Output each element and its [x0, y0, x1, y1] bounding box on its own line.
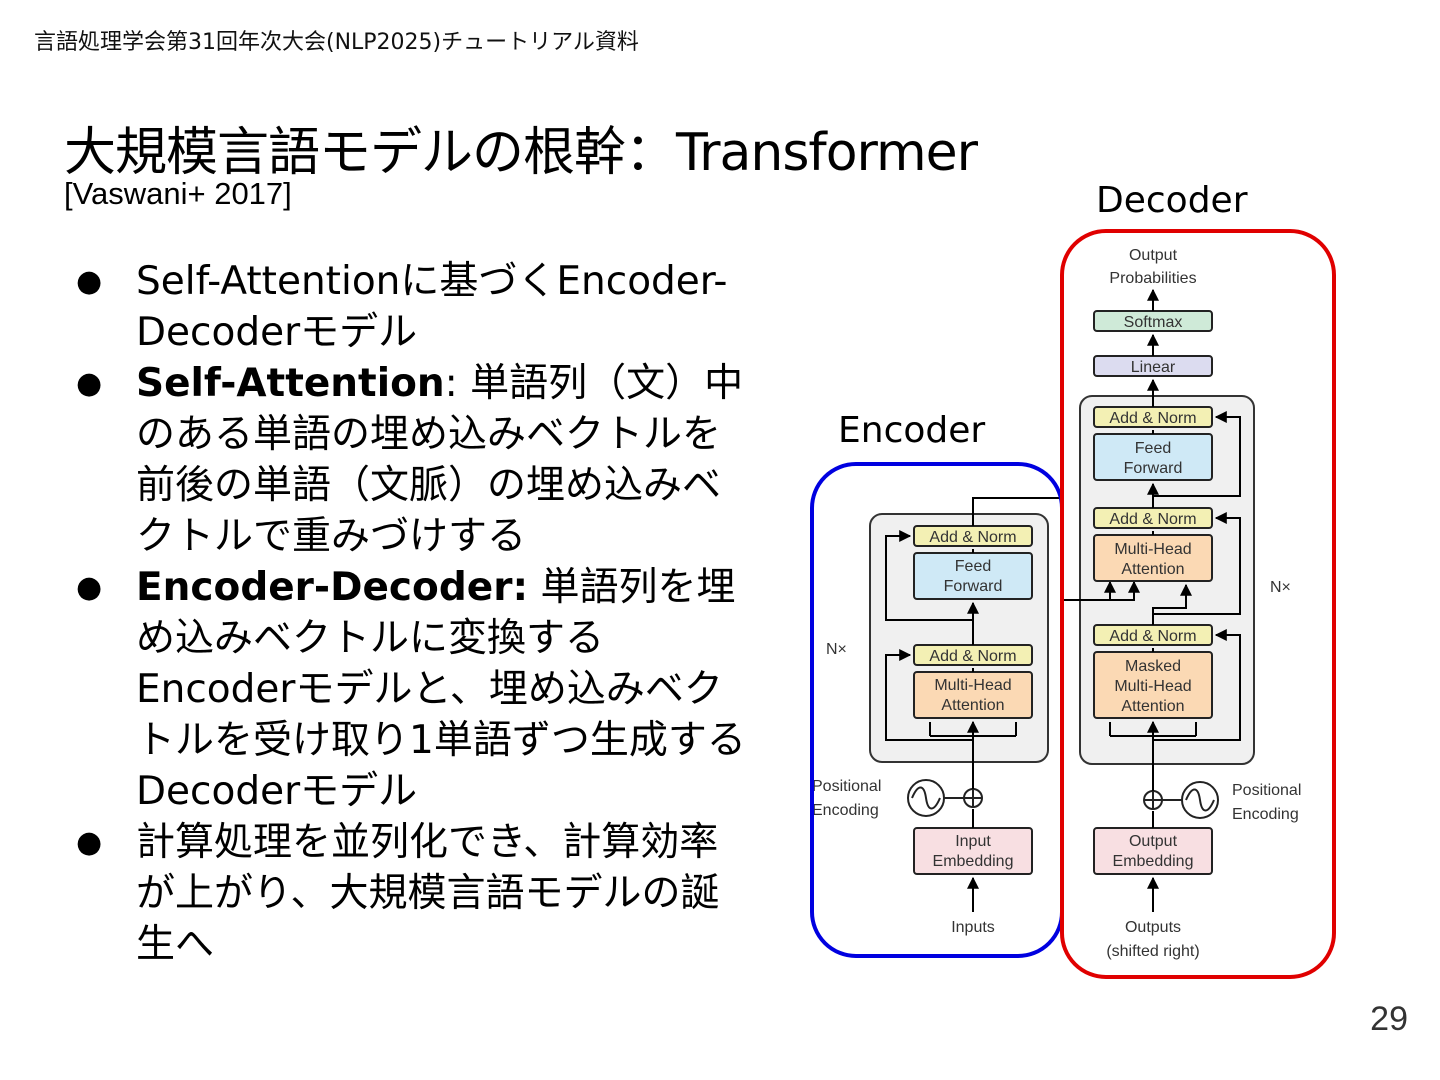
decoder-add-norm-3-text: Add & Norm: [1109, 628, 1196, 645]
decoder-outline: [1060, 229, 1336, 979]
encoder-emb-line2: Embedding: [933, 853, 1014, 870]
decoder-positional-line2: Encoding: [1232, 806, 1299, 823]
decoder-nx: N×: [1270, 579, 1291, 596]
decoder-output-probs-line1: Output: [1129, 247, 1178, 264]
encoder-emb-line1: Input: [955, 833, 991, 850]
encoder-to-decoder-arrow: [1062, 580, 1140, 601]
decoder-sine-wave: [1185, 788, 1215, 812]
encoder-positional-line1: Positional: [812, 778, 881, 795]
encoder-nx: N×: [826, 641, 847, 658]
encoder-positional-line2: Encoding: [812, 802, 879, 819]
decoder-add-norm-2-text: Add & Norm: [1109, 511, 1196, 528]
decoder-masked-line1: Masked: [1125, 658, 1181, 675]
decoder-masked-line2: Multi-Head: [1114, 678, 1191, 695]
encoder-plus: [964, 789, 982, 807]
decoder-positional-line1: Positional: [1232, 782, 1301, 799]
decoder-arrow: [1152, 583, 1192, 625]
decoder-cross-attn-line2: Attention: [1121, 561, 1184, 578]
bullet-text: : 単語列（文）中のある単語の埋め込みベクトルを前後の単語（文脈）の埋め込みベク…: [136, 361, 744, 559]
decoder-linear-text: Linear: [1131, 359, 1176, 376]
citation: [Vaswani+ 2017]: [64, 176, 292, 211]
bullet-bold: Encoder-Decoder:: [136, 565, 529, 610]
decoder-add-norm-1-text: Add & Norm: [1109, 410, 1196, 427]
encoder-sine-wave: [911, 786, 941, 810]
slide-title: 大規模言語モデルの根幹：Transformer: [64, 123, 978, 183]
encoder-add-norm-top-text: Add & Norm: [929, 529, 1016, 546]
bullet-item: ● Self-Attention: 単語列（文）中のある単語の埋め込みベクトルを前…: [72, 358, 752, 562]
page-number: 29: [1370, 1000, 1408, 1038]
decoder-softmax-text: Softmax: [1124, 314, 1183, 331]
encoder-ff-line2: Forward: [944, 578, 1003, 595]
decoder-residual-arrow: [1153, 629, 1241, 741]
decoder-plus: [1144, 791, 1162, 809]
decoder-outputs-line2: (shifted right): [1106, 943, 1199, 960]
bullet-item: ● Encoder-Decoder: 単語列を埋め込みベクトルに変換するEncod…: [72, 562, 752, 817]
bullet-dot: ●: [76, 570, 103, 605]
encoder-add-norm-bottom-text: Add & Norm: [929, 648, 1016, 665]
encoder-inputs-label: Inputs: [951, 919, 995, 936]
decoder-outputs-line1: Outputs: [1125, 919, 1181, 936]
bullet-item: ● Self-Attentionに基づくEncoder-Decoderモデル: [72, 256, 752, 358]
bullet-text: 単語列を埋め込みベクトルに変換するEncoderモデルと、埋め込みベクトルを受け…: [136, 565, 746, 814]
decoder-attn-fork: [1109, 722, 1197, 737]
bullet-dot: ●: [76, 264, 103, 299]
bullet-dot: ●: [76, 825, 103, 860]
encoder-layer-block: [869, 513, 1049, 763]
bullet-item: ● 計算処理を並列化でき、計算効率が上がり、大規模言語モデルの誕生へ: [72, 817, 752, 970]
encoder-attn-line1: Multi-Head: [934, 677, 1011, 694]
bullet-list: ● Self-Attentionに基づくEncoder-Decoderモデル ● S…: [72, 256, 752, 970]
decoder-emb-line2: Embedding: [1113, 853, 1194, 870]
presentation-header: 言語処理学会第31回年次大会(NLP2025)チュートリアル資料: [34, 30, 639, 55]
decoder-ff-line1: Feed: [1135, 440, 1171, 457]
bullet-bold: Self-Attention: [136, 361, 445, 406]
decoder-output-probs-line2: Probabilities: [1109, 270, 1196, 287]
decoder-masked-line3: Attention: [1121, 698, 1184, 715]
decoder-residual-arrow: [1153, 512, 1241, 615]
bullet-text: 計算処理を並列化でき、計算効率が上がり、大規模言語モデルの誕生へ: [136, 820, 720, 967]
bullet-text: Self-Attentionに基づくEncoder-Decoderモデル: [136, 259, 728, 355]
encoder-attn-fork: [929, 722, 1017, 737]
encoder-label: Encoder: [838, 410, 985, 451]
decoder-label: Decoder: [1096, 180, 1248, 221]
encoder-residual-arrow: [885, 649, 973, 741]
decoder-emb-line1: Output: [1129, 833, 1178, 850]
encoder-attn-line2: Attention: [941, 697, 1004, 714]
encoder-ff-line1: Feed: [955, 558, 991, 575]
encoder-residual-arrow: [885, 530, 973, 621]
decoder-ff-line2: Forward: [1124, 460, 1183, 477]
decoder-residual-arrow: [1153, 411, 1241, 497]
bullet-dot: ●: [76, 366, 103, 401]
decoder-cross-attn-line1: Multi-Head: [1114, 541, 1191, 558]
